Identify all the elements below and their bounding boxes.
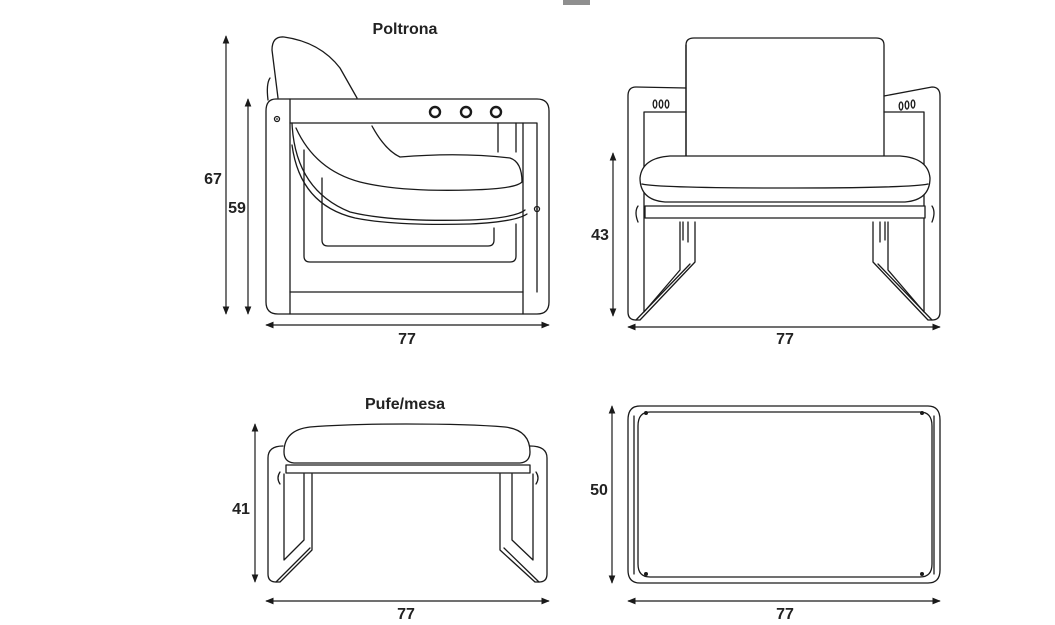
front-seat-rail	[644, 205, 926, 219]
screw-front	[273, 115, 281, 123]
backrest-back-edge	[266, 77, 271, 101]
pouf-rail	[285, 464, 531, 474]
left-frame-hole-2	[658, 99, 664, 109]
armrest-ring-1	[428, 105, 442, 119]
side-inner-rear-bar	[497, 122, 517, 153]
dim-pouf-width: 77	[397, 606, 415, 623]
armchair-front-view: 43 77	[591, 37, 941, 348]
right-frame-hole-1	[898, 101, 904, 111]
armrest-ring-3	[489, 105, 503, 119]
seat-cushion	[295, 125, 523, 191]
pouf-top-frame-inner	[633, 415, 935, 575]
dim-frame-height: 59	[228, 200, 246, 217]
dim-pouf-top-width: 77	[776, 606, 794, 623]
pouf-side-view: Pufe/mesa 41 77	[232, 396, 550, 623]
side-inner-u-frame	[303, 149, 517, 263]
dim-pouf-height: 41	[232, 501, 250, 518]
front-seat-cushion	[639, 155, 931, 203]
pouf-right-leg-inner	[503, 473, 540, 583]
armchair-title: Poltrona	[373, 21, 438, 38]
corner-tab	[563, 0, 590, 5]
front-backrest	[685, 37, 885, 161]
front-seat-cushion-seam	[641, 183, 929, 189]
side-frame-bottom-rail	[289, 291, 524, 315]
front-left-frame-inner	[643, 111, 687, 313]
seat-sling	[291, 122, 526, 221]
side-inner-u-frame-2	[321, 177, 495, 247]
front-left-frame-post	[682, 221, 689, 243]
screw-rear	[533, 205, 541, 213]
dim-seat-height: 43	[591, 227, 609, 244]
armrest-inner-line	[289, 122, 538, 293]
right-frame-hole-2	[904, 100, 910, 110]
pouf-top-view: 50 77	[590, 405, 941, 623]
pouf-cushion	[283, 423, 531, 464]
dim-front-width: 77	[776, 331, 794, 348]
dim-total-height: 67	[204, 171, 222, 188]
side-frame-outer	[265, 98, 550, 315]
armrest-ring-2	[459, 105, 473, 119]
dim-side-width: 77	[398, 331, 416, 348]
pouf-top-frame	[627, 405, 941, 584]
pouf-top-cushion	[637, 411, 933, 578]
pouf-left-leg-inner	[275, 473, 311, 583]
left-frame-hole-1	[652, 99, 658, 109]
front-left-frame	[627, 86, 696, 321]
dim-pouf-depth: 50	[590, 482, 608, 499]
front-right-frame-rail	[877, 263, 933, 321]
front-left-frame-rail	[635, 263, 691, 321]
armchair-side-view: Poltrona 67 59 77	[204, 21, 550, 348]
left-frame-hole-3	[664, 99, 670, 109]
front-right-frame-post	[879, 221, 886, 243]
right-frame-hole-3	[910, 99, 916, 109]
seat-sling-lower	[291, 144, 528, 226]
pouf-title: Pufe/mesa	[365, 396, 445, 413]
backrest-cushion	[271, 36, 358, 99]
